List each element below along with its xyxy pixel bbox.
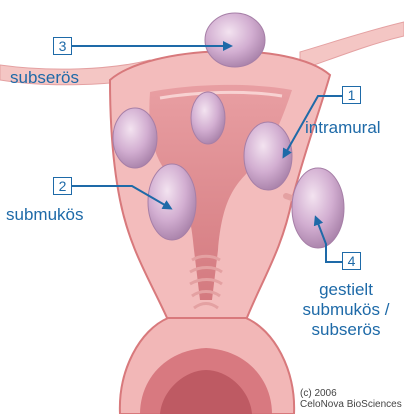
fibroid-submucous bbox=[148, 164, 196, 240]
callout-number-4: 4 bbox=[342, 252, 361, 270]
label-submucous: submukös bbox=[6, 205, 83, 225]
fibroid-pedunculated-cavity bbox=[191, 92, 225, 144]
fibroid-intramural-left bbox=[113, 108, 157, 168]
label-intramural: intramural bbox=[305, 118, 381, 138]
label-pedunculated: gestielt submukös / subserös bbox=[296, 280, 396, 340]
fibroid-pedunculated-external bbox=[292, 168, 344, 248]
credit-line-2: CeloNova BioSciences bbox=[300, 399, 402, 410]
credit-line-1: (c) 2006 bbox=[300, 388, 402, 399]
callout-number-3: 3 bbox=[53, 37, 72, 55]
fibroid-subserous-top bbox=[205, 13, 265, 67]
label-subserous: subserös bbox=[10, 68, 79, 88]
callout-number-2: 2 bbox=[53, 177, 72, 195]
label-pedunculated-line-3: subserös bbox=[296, 320, 396, 340]
fallopian-tube-right bbox=[300, 22, 404, 70]
copyright-credit: (c) 2006 CeloNova BioSciences bbox=[300, 388, 402, 410]
label-pedunculated-line-1: gestielt bbox=[296, 280, 396, 300]
label-pedunculated-line-2: submukös / bbox=[296, 300, 396, 320]
callout-number-1: 1 bbox=[342, 86, 361, 104]
